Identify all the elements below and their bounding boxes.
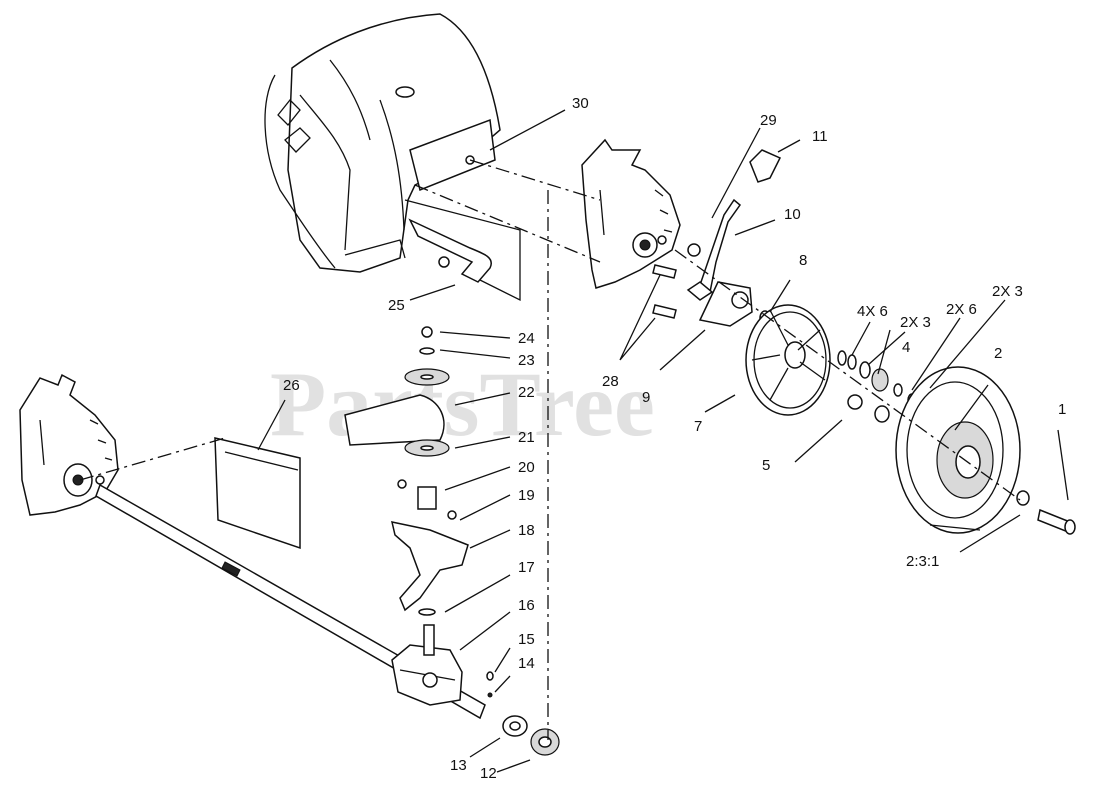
callout-5: 5 [762, 457, 770, 474]
callout-18: 18 [518, 522, 535, 539]
rear-wheel [895, 366, 1021, 534]
pulley-stack [344, 326, 469, 616]
callout-2: 2 [994, 345, 1002, 362]
callout-4x6: 4X 6 [857, 303, 888, 320]
transmission [391, 624, 463, 706]
callout-15: 15 [518, 631, 535, 648]
height-adjust-rod [408, 218, 492, 283]
callout-10: 10 [784, 206, 801, 223]
deck-housing [264, 13, 521, 302]
drive-axle [95, 483, 486, 720]
height-lever [686, 149, 782, 301]
callout-22: 22 [518, 384, 535, 401]
callout-30: 30 [572, 95, 589, 112]
callout-14: 14 [518, 655, 535, 672]
callout-labels: 1 2 2X 3 2X 6 2X 3 4X 6 4 5 7 8 9 10 11 … [283, 95, 1066, 782]
front-side-plate [19, 373, 119, 516]
callout-7: 7 [694, 418, 702, 435]
callout-28: 28 [602, 373, 619, 390]
wheel-bolt [1016, 490, 1076, 535]
rear-baffle [214, 437, 301, 550]
callout-17: 17 [518, 559, 535, 576]
callout-12: 12 [480, 765, 497, 782]
callout-25: 25 [388, 297, 405, 314]
rear-side-plate [581, 138, 681, 289]
callout-29: 29 [760, 112, 777, 129]
callout-2x3-wheel: 2X 3 [992, 283, 1023, 300]
callout-26: 26 [283, 377, 300, 394]
callout-2x3-hub: 2X 3 [900, 314, 931, 331]
callout-2-3-1: 2:3:1 [906, 553, 939, 570]
callout-13: 13 [450, 757, 467, 774]
callout-2x6: 2X 6 [946, 301, 977, 318]
callout-21: 21 [518, 429, 535, 446]
callout-16: 16 [518, 597, 535, 614]
callout-20: 20 [518, 459, 535, 476]
callout-1: 1 [1058, 401, 1066, 418]
callout-11: 11 [812, 128, 828, 145]
callout-8: 8 [799, 252, 807, 269]
callout-4: 4 [902, 339, 910, 356]
wheel-hubcap [745, 304, 831, 416]
bolt-set-28 [652, 264, 677, 319]
wheel-bracket [698, 281, 753, 327]
callout-23: 23 [518, 352, 535, 369]
callout-9: 9 [642, 389, 650, 406]
assembly-centerlines [79, 159, 1021, 740]
leader-lines [257, 109, 1069, 773]
callout-19: 19 [518, 487, 535, 504]
callout-24: 24 [518, 330, 535, 347]
